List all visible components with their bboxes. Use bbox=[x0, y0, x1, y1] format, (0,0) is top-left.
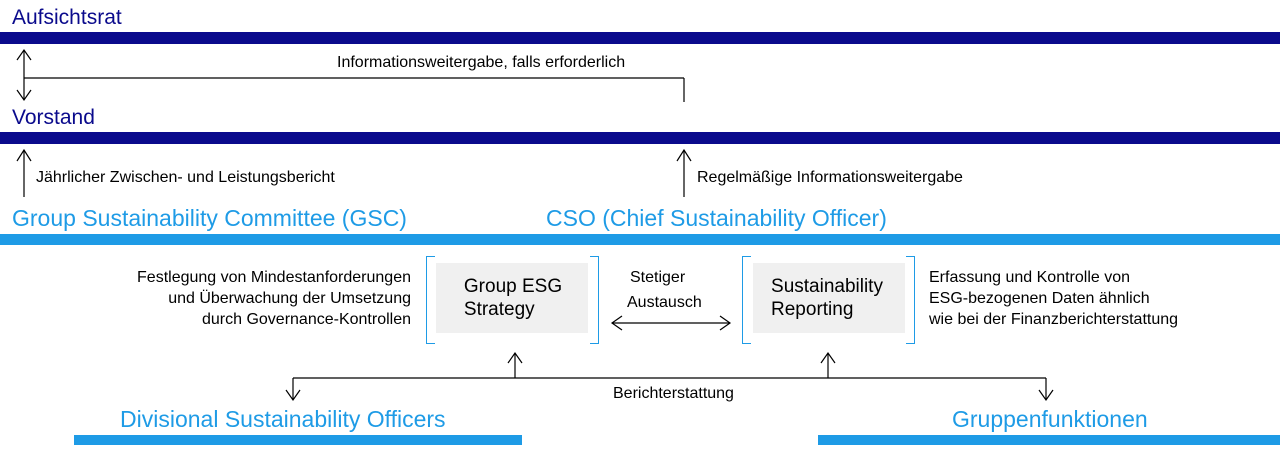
box-sustainability-reporting: Sustainability Reporting bbox=[753, 263, 905, 333]
description-left-line: Festlegung von Mindestanforderungen bbox=[137, 269, 411, 286]
cso-arrow-head bbox=[676, 148, 692, 162]
box-strategy-bracket-right bbox=[590, 256, 599, 344]
reporting-up-reporting-head bbox=[820, 351, 836, 364]
vorstand-bar bbox=[0, 132, 1280, 144]
level-title-cso: CSO (Chief Sustainability Officer) bbox=[546, 205, 887, 231]
description-right-line: wie bei der Finanzberichterstattung bbox=[929, 311, 1179, 328]
level-title-vorstand: Vorstand bbox=[12, 106, 95, 129]
flow-label-exchange-line1: Stetiger bbox=[630, 269, 686, 286]
gsc-cso-bar bbox=[0, 234, 1280, 245]
exchange-arrow-head-right bbox=[719, 315, 732, 331]
reporting-arrow-head-left bbox=[285, 389, 301, 402]
flow-label-regular-info: Regelmäßige Informationsweitergabe bbox=[697, 169, 963, 186]
arrow-head-down bbox=[16, 89, 32, 102]
exchange-arrow-head-left bbox=[610, 315, 623, 331]
box-group-esg-strategy: Group ESG Strategy bbox=[436, 263, 588, 333]
description-right-line: ESG-bezogenen Daten ähnlich bbox=[929, 290, 1150, 307]
aufsichtsrat-bar bbox=[0, 32, 1280, 44]
flow-label-exchange-line2: Austausch bbox=[627, 294, 702, 311]
box-reporting-line1: Sustainability bbox=[771, 276, 883, 297]
box-reporting-bracket-left bbox=[742, 256, 751, 344]
description-right-line: Erfassung und Kontrolle von bbox=[929, 269, 1131, 286]
box-strategy-bracket-left bbox=[426, 256, 435, 344]
box-strategy-line2: Strategy bbox=[463, 299, 535, 320]
box-reporting-bracket-right bbox=[906, 256, 915, 344]
flow-label-annual-report: Jährlicher Zwischen- und Leistungsberich… bbox=[36, 169, 335, 186]
reporting-up-strategy-head bbox=[507, 351, 523, 364]
gruppenfunktionen-bar bbox=[818, 435, 1280, 445]
gsc-arrow-head bbox=[16, 148, 32, 162]
level-title-gruppenfunktionen: Gruppenfunktionen bbox=[952, 406, 1148, 432]
arrow-head-up bbox=[16, 48, 32, 61]
box-reporting-line2: Reporting bbox=[771, 299, 854, 320]
description-left-line: und Überwachung der Umsetzung bbox=[168, 290, 411, 307]
divisional-bar bbox=[74, 435, 522, 445]
description-left-line: durch Governance-Kontrollen bbox=[201, 311, 411, 328]
box-strategy-line1: Group ESG bbox=[463, 276, 563, 297]
description-left: Festlegung von Mindestanforderungen und … bbox=[60, 267, 411, 330]
reporting-arrow-head-right bbox=[1038, 389, 1054, 402]
flow-label-info-if-needed: Informationsweitergabe, falls erforderli… bbox=[337, 54, 626, 71]
level-title-aufsichtsrat: Aufsichtsrat bbox=[12, 6, 122, 29]
flow-label-reporting: Berichterstattung bbox=[613, 385, 734, 402]
description-right: Erfassung und Kontrolle von ESG-bezogene… bbox=[929, 267, 1178, 330]
level-title-gsc: Group Sustainability Committee (GSC) bbox=[12, 205, 407, 231]
level-title-divisional: Divisional Sustainability Officers bbox=[120, 406, 446, 432]
